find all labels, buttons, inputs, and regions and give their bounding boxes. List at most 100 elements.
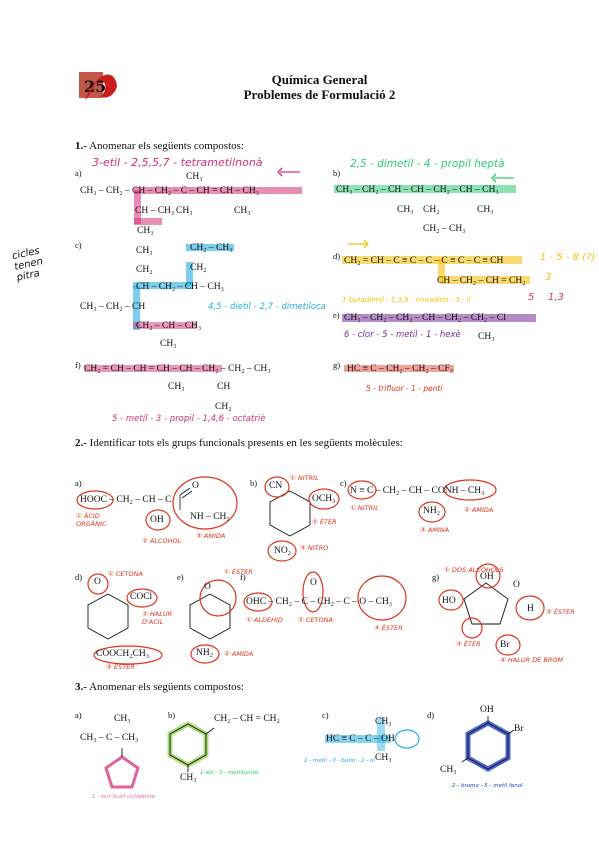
q1-c-right-mid: CH₂	[190, 263, 207, 273]
q2-c-nh2: NH₂	[423, 506, 441, 516]
q2-d-tag-3: ③ ÈSTER	[106, 663, 135, 671]
q3-d-oh: OH	[480, 705, 494, 715]
q2-g-tag-1: ① DOS ALCOHOLS	[444, 566, 504, 574]
q2-d-ester: COOCH₂CH₃	[96, 649, 150, 659]
q2-g-br: Br	[500, 640, 510, 650]
q1-f-label: f)	[75, 360, 81, 370]
q2-a-tag-3: ③ AMIDA	[196, 532, 226, 540]
q2-g-tag-4: ④ HALUR DE BROM	[500, 656, 564, 664]
q1-f-sub-3: CH₂	[215, 402, 232, 412]
q2-d-label: d)	[75, 572, 83, 582]
q2-b-tag-2: ② ÈTER	[312, 518, 337, 526]
q1-a-sub-3: CH₃	[234, 206, 251, 216]
q2-c-label: c)	[340, 478, 347, 488]
q2-g-o: O	[513, 580, 520, 590]
q1-e-sub: CH₃	[478, 332, 495, 342]
q1-d-label: d)	[333, 251, 341, 261]
q1-g-main-chain: HC ≡ C – CH₂ – CH₂ – CF₃	[347, 364, 454, 374]
q2-g-h: H	[527, 604, 534, 614]
q1-a-main-chain: CH₃ – CH₂ – CH – CH₂ – C – CH = CH – CH₃	[80, 186, 260, 196]
q1-d-answer: 1 - 5 - 8 (?)	[540, 252, 596, 263]
q2-f-tag-1: ① ALDEHID	[246, 616, 283, 624]
q2-a-label: a)	[75, 478, 82, 488]
question-1-heading: 1.- Anomenar els següents compostos:	[75, 140, 244, 152]
q3-c-left: HC ≡ C – C – OH	[326, 734, 395, 744]
q1-f-answer: 5 - metil - 3 - propil - 1,4,6 - octatri…	[112, 414, 266, 424]
q1-g-label: g)	[333, 360, 341, 370]
q2-d-cocl: COCl	[130, 592, 153, 602]
q1-f-sub-1: CH₃	[168, 382, 185, 392]
q3-b-ch3: CH₃	[180, 773, 197, 783]
q2-d-tag-2: ② HALUR D'ACIL	[142, 610, 173, 626]
q2-e-label: e)	[177, 572, 184, 582]
question-text: Identificar tots els grups funcionals pr…	[89, 437, 403, 449]
question-text: Anomenar els següents compostos:	[89, 140, 244, 152]
q1-c-label: c)	[75, 240, 82, 250]
document-title-block: Química General Problemes de Formulació …	[0, 72, 599, 102]
q1-c-line-2: CH₂	[136, 265, 153, 275]
q2-a-oh: OH	[150, 515, 164, 525]
q3-d-note: 2 - bromo - 5 - metil fenol	[452, 783, 523, 789]
q2-b-label: b)	[250, 478, 258, 488]
question-number: 2.-	[75, 437, 87, 449]
q1-a-sub-1: CH – CH₃	[135, 206, 175, 216]
q2-b-och3: OCH₃	[312, 494, 336, 504]
q1-c-right-top: CH₂ – CH₃	[190, 243, 233, 253]
q3-b-label: b)	[168, 710, 176, 720]
q2-e-nh2: NH₂	[196, 648, 214, 658]
q1-a-bottom: CH₃	[137, 226, 154, 236]
q1-b-answer: 2,5 - dimetil - 4 - propil heptà	[350, 158, 505, 170]
q1-e-main-chain: CH₃ – CH₂ – CH₂ – CH – CH₂ – CH₂ – Cl	[344, 313, 506, 323]
q2-d-tag-1: ① CETONA	[108, 570, 143, 578]
q2-e-tag-2: ② AMIDA	[224, 650, 254, 658]
q3-d-br: Br	[514, 724, 524, 734]
q2-c-tag-3: ③ AMINA	[420, 526, 450, 534]
q3-d-label: d)	[427, 710, 435, 720]
q2-g-oh: OH	[480, 572, 494, 582]
q1-c-line-4: CH₃ – CH₂ – CH	[80, 302, 146, 312]
q1-f-sub-2: CH	[217, 382, 231, 392]
q2-a-formula: HOOC – CH₂ – CH – C	[80, 495, 172, 505]
q2-c-tag-2: ② AMIDA	[464, 506, 494, 514]
q3-c-bottom: CH₃	[375, 753, 392, 763]
q3-a-note: 1 - tert-butil ciclopentè	[92, 794, 156, 800]
q1-a-label: a)	[75, 168, 82, 178]
q3-c-top: CH₃	[375, 717, 392, 727]
q1-e-answer: 6 - clor - 5 - metil - 1 - hexè	[344, 330, 461, 340]
q2-e-o: O	[204, 582, 211, 592]
q1-b-bottom: CH₂ – CH₃	[423, 224, 466, 234]
q2-g-tag-3: ③ ÈTER	[456, 640, 481, 648]
q1-d-answer-2: 1-butadienil - 1,3,8 - nonadien - 3 - il	[342, 296, 471, 304]
q2-a-o: O	[192, 481, 199, 491]
q3-a-top: CH₃	[114, 714, 131, 724]
question-number: 1.-	[75, 140, 87, 152]
document-subtitle: Problemes de Formulació 2	[243, 87, 396, 102]
q2-b-cn: CN	[269, 481, 283, 491]
q1-c-line-3: CH – CH₂ – CH – CH₃	[136, 282, 224, 292]
q1-a-sub-2: CH₃	[176, 206, 193, 216]
q1-b-sub-3: CH₃	[477, 205, 494, 215]
q1-d-circle-3: 1,3	[548, 292, 564, 303]
q1-d-circle-1: 3	[545, 272, 552, 283]
q2-b-tag-3: ③ NITRO	[300, 544, 329, 552]
q2-a-tag-2: ② ALCOHOL	[142, 537, 182, 545]
q3-a-mid: CH₃ – C – CH₃	[80, 733, 139, 743]
question-2-heading: 2.- Identificar tots els grups funcional…	[75, 437, 403, 449]
q1-g-answer: 5 - trifluor - 1 - pentí	[366, 384, 443, 393]
q1-c-line-6: CH₃	[160, 339, 177, 349]
q2-c-formula: N ≡ C – CH₂ – CH – CONH – CH₃	[350, 486, 485, 496]
q2-f-tag-2: ② CETONA	[298, 616, 333, 624]
q2-g-ho: HO	[442, 596, 456, 606]
q2-c-tag-1: ① NITRIL	[350, 504, 379, 512]
q1-b-main-chain: CH₃ – CH₂ – CH – CH – CH₂ – CH – CH₃	[336, 185, 499, 195]
q1-b-sub-2: CH₂	[423, 205, 440, 215]
q1-b-label: b)	[333, 168, 341, 178]
q1-d-main-chain: CH₂ = CH – C ≡ C – C – C ≡ C – C ≡ CH	[344, 256, 504, 266]
q1-c-answer: 4,5 - dietil - 2,7 - dimetiloca	[208, 302, 326, 312]
q1-f-main-chain: CH₂ = CH – CH = CH – CH – CH₂ – CH₂ – CH…	[84, 364, 271, 374]
q1-c-line-1: CH₃	[136, 246, 153, 256]
q2-f-label: f)	[240, 572, 246, 582]
q2-e-tag-1: ① ÈSTER	[224, 568, 253, 576]
